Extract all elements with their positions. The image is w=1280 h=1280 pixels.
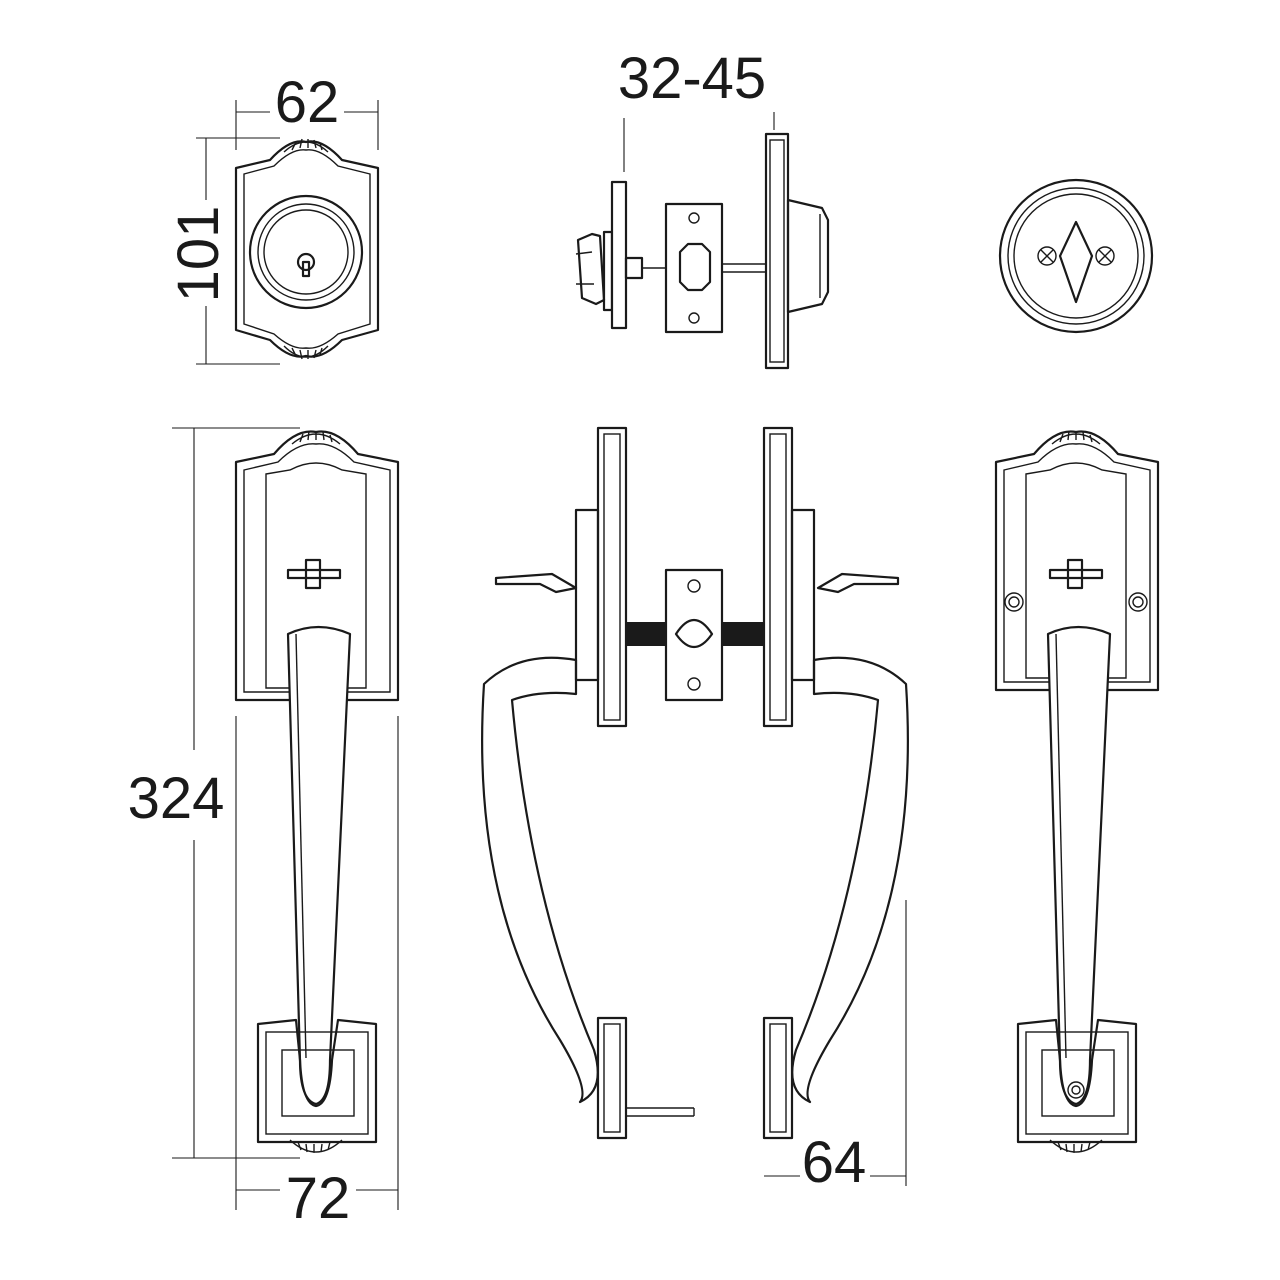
- handleset-front-view: [234, 430, 400, 1153]
- handleset-dimensions: [172, 427, 399, 1210]
- handleset-side-view: [481, 426, 909, 1140]
- deadbolt-back-view: [998, 178, 1154, 334]
- dim-projection: 64: [802, 1130, 867, 1195]
- deadbolt-dimensions: [196, 100, 379, 365]
- dim-deadbolt-width: 62: [275, 70, 340, 135]
- dim-deadbolt-height: 101: [166, 206, 231, 303]
- dim-handleset-width: 72: [286, 1166, 351, 1231]
- handleset-back-view: [994, 430, 1160, 1153]
- deadbolt-front-view: [234, 138, 380, 360]
- dim-handleset-height: 324: [128, 766, 225, 831]
- projection-dimension: [764, 900, 907, 1186]
- door-thickness-dimension: [623, 112, 775, 172]
- deadbolt-side-view: [575, 132, 830, 370]
- dim-door-thickness: 32-45: [618, 46, 766, 111]
